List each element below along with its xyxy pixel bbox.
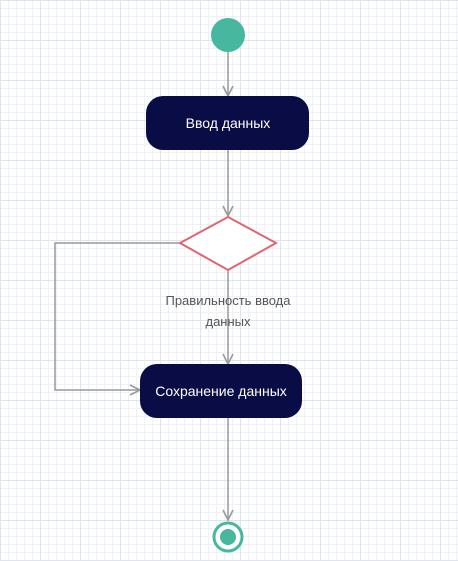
decision-edge-label-line1: Правильность ввода	[165, 293, 291, 308]
action-input-data: Ввод данных	[146, 96, 309, 150]
action-input-data-label: Ввод данных	[186, 115, 271, 131]
decision-node	[177, 215, 279, 272]
initial-node	[211, 18, 245, 52]
action-save-data: Сохранение данных	[140, 364, 302, 418]
edge-decision-loop-to-save	[54, 242, 180, 390]
action-save-data-label: Сохранение данных	[155, 383, 287, 399]
decision-edge-label-line2: данных	[205, 314, 251, 329]
final-node	[212, 521, 244, 553]
